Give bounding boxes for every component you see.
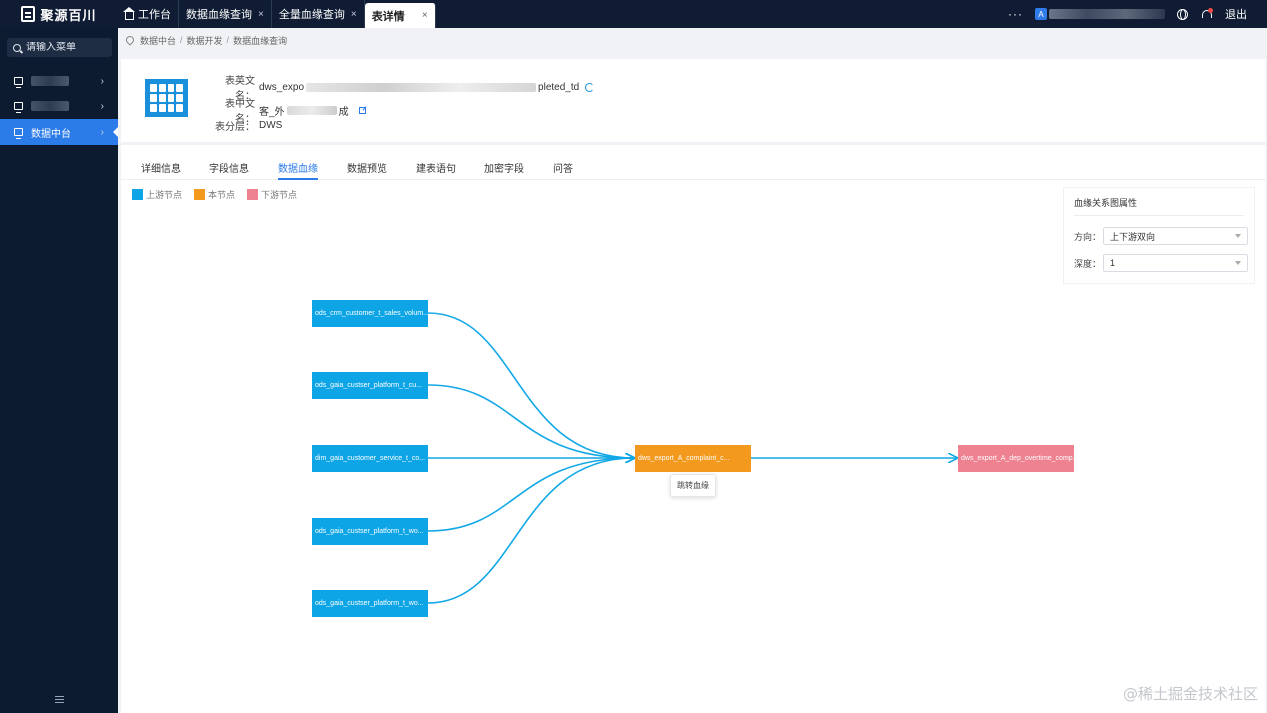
table-chinese-name-label: 表中文名：: [225, 99, 255, 125]
tab-qa[interactable]: 问答: [553, 164, 573, 175]
tab-lineage[interactable]: 数据血缘: [278, 160, 318, 180]
table-english-name-label: 表英文名：: [225, 76, 255, 102]
app-logo[interactable]: 聚源百川: [0, 0, 118, 28]
refresh-icon[interactable]: [585, 82, 595, 92]
current-node[interactable]: dws_export_A_complaint_c...: [635, 445, 751, 472]
chevron-down-icon: [1235, 261, 1242, 265]
tab-label: 工作台: [138, 9, 171, 21]
table-info-card: 表英文名： dws_expo pleted_td 表中文名： 客 _外 成 表分…: [121, 59, 1266, 142]
direction-row: 方向： 上下游双向: [1074, 227, 1249, 245]
chevron-right-icon: ›: [100, 126, 104, 138]
logo-icon: [21, 6, 36, 22]
legend-swatch: [247, 189, 259, 200]
monitor-icon: [14, 77, 23, 88]
close-icon[interactable]: ×: [258, 8, 264, 20]
menu-search: [7, 38, 112, 57]
tab-ddl[interactable]: 建表语句: [416, 164, 456, 175]
legend-swatch: [132, 189, 143, 200]
logo-text: 聚源百川: [40, 7, 97, 23]
detail-tabs: 详细信息 字段信息 数据血缘 数据预览 建表语句 加密字段 问答: [121, 145, 1266, 180]
lineage-properties-panel: 血缘关系图属性 方向： 上下游双向 深度： 1: [1063, 187, 1255, 284]
tab-workbench[interactable]: 工作台: [118, 0, 179, 28]
edit-icon[interactable]: [358, 106, 366, 114]
top-bar: 聚源百川 工作台 数据血缘查询 × 全量血缘查询 × 表详情 × ··· A 退…: [0, 0, 1267, 28]
table-english-name-value: dws_expo pleted_td: [259, 82, 595, 93]
lineage-legend: 上游节点 本节点 下游节点: [132, 188, 297, 201]
sidebar-item-1[interactable]: ›: [0, 68, 118, 94]
jump-lineage-button[interactable]: 跳转血缘: [670, 474, 716, 497]
collapse-menu-icon[interactable]: [55, 696, 64, 703]
tab-bar: 工作台 数据血缘查询 × 全量血缘查询 × 表详情 ×: [118, 0, 436, 28]
upstream-node[interactable]: dim_gaia_customer_service_t_co...: [312, 445, 428, 472]
main-content: 数据中台 / 数据开发 / 数据血缘查询 表英文名： dws_expo plet…: [118, 28, 1267, 713]
table-icon: [145, 79, 188, 117]
properties-title: 血缘关系图属性: [1074, 198, 1138, 208]
location-icon: [124, 34, 136, 46]
top-right-actions: ··· A 退出: [1008, 0, 1267, 28]
depth-select[interactable]: 1: [1103, 254, 1249, 272]
user-name-redacted: [1049, 9, 1165, 19]
direction-select[interactable]: 上下游双向: [1103, 227, 1249, 245]
breadcrumb-item[interactable]: 数据开发: [186, 35, 223, 46]
downstream-node[interactable]: dws_export_A_dep_overtime_comp...: [958, 445, 1074, 472]
globe-icon[interactable]: [1177, 8, 1188, 20]
close-icon[interactable]: ×: [350, 8, 357, 20]
table-chinese-name-row: 表中文名： 客 _外 成: [209, 95, 366, 125]
breadcrumb-item: 数据血缘查询: [233, 35, 288, 46]
depth-row: 深度： 1: [1074, 254, 1249, 272]
chevron-down-icon: [1235, 234, 1242, 238]
chevron-right-icon: ›: [100, 100, 104, 112]
tab-preview[interactable]: 数据预览: [347, 164, 387, 175]
sidebar-item-label-redacted: [31, 76, 69, 86]
search-icon: [13, 43, 21, 52]
tab-table-detail[interactable]: 表详情 ×: [364, 3, 436, 28]
sidebar-item-label-redacted: [31, 101, 69, 111]
close-icon[interactable]: ×: [421, 10, 428, 21]
depth-label: 深度：: [1074, 258, 1102, 269]
tab-label: 数据血缘查询: [186, 9, 252, 21]
redacted-text: [306, 82, 537, 92]
tab-fields[interactable]: 字段信息: [209, 164, 249, 175]
legend-current[interactable]: 本节点: [194, 188, 235, 201]
sidebar-item-data-platform[interactable]: 数据中台 ›: [0, 119, 118, 145]
tab-label: 表详情: [371, 10, 405, 23]
direction-label: 方向：: [1074, 231, 1102, 242]
sidebar-item-label: 数据中台: [31, 128, 71, 140]
legend-downstream[interactable]: 下游节点: [247, 188, 297, 201]
logout-button[interactable]: 退出: [1225, 9, 1247, 21]
breadcrumb-item[interactable]: 数据中台: [140, 35, 177, 46]
tab-full-lineage-query[interactable]: 全量血缘查询 ×: [272, 0, 365, 28]
tab-details[interactable]: 详细信息: [141, 164, 181, 175]
redacted-text: [286, 105, 337, 115]
table-layer-row: 表分层： DWS: [209, 118, 282, 133]
table-english-name-row: 表英文名： dws_expo pleted_td: [209, 72, 595, 102]
tab-lineage-query[interactable]: 数据血缘查询 ×: [179, 0, 272, 28]
more-icon[interactable]: ···: [1008, 7, 1023, 21]
table-layer-value: DWS: [259, 120, 283, 131]
legend-upstream[interactable]: 上游节点: [132, 188, 182, 201]
sidebar-item-2[interactable]: ›: [0, 93, 118, 119]
breadcrumb: 数据中台 / 数据开发 / 数据血缘查询: [124, 28, 288, 52]
monitor-icon: [14, 128, 23, 139]
tab-encrypted-fields[interactable]: 加密字段: [484, 164, 524, 175]
table-layer-label: 表分层：: [215, 122, 255, 133]
bell-icon[interactable]: [1201, 7, 1213, 20]
legend-swatch: [194, 189, 206, 200]
avatar[interactable]: A: [1035, 8, 1047, 20]
chevron-right-icon: ›: [100, 75, 104, 87]
tab-label: 全量血缘查询: [278, 9, 345, 21]
lineage-panel: 详细信息 字段信息 数据血缘 数据预览 建表语句 加密字段 问答 上游节点 本节…: [121, 145, 1266, 713]
upstream-node[interactable]: ods_gaia_custser_platform_t_wo...: [312, 518, 428, 545]
table-chinese-name-value: 客 _外 成: [259, 103, 366, 118]
upstream-node[interactable]: ods_crm_customer_t_sales_volum...: [312, 300, 428, 327]
home-icon: [123, 6, 135, 20]
menu-search-input[interactable]: [26, 42, 111, 53]
upstream-node[interactable]: ods_gaia_custser_platform_t_cu...: [312, 372, 428, 399]
monitor-icon: [14, 102, 23, 113]
sidebar: › › 数据中台 ›: [0, 28, 118, 713]
upstream-node[interactable]: ods_gaia_custser_platform_t_wo...: [312, 590, 428, 617]
watermark: @稀土掘金技术社区: [1122, 685, 1258, 703]
